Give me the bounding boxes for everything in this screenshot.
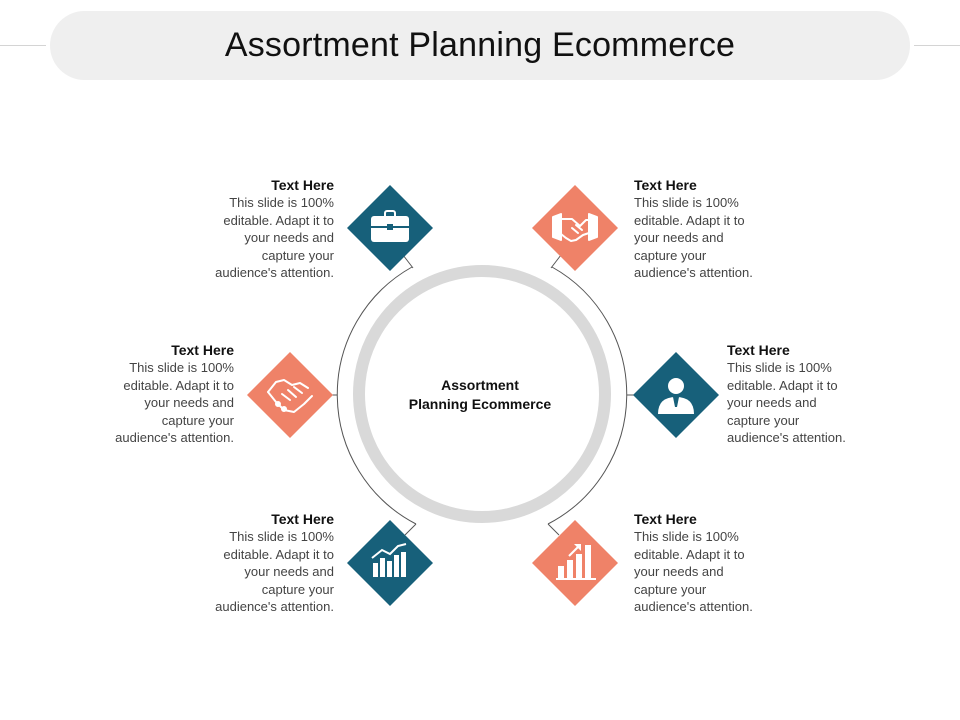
text-block-body: This slide is 100% editable. Adapt it to… <box>215 195 334 281</box>
title-rule-left <box>0 45 46 46</box>
text-block-heading: Text Here <box>271 511 334 527</box>
page-title: Assortment Planning Ecommerce <box>224 26 736 64</box>
text-block-heading: Text Here <box>171 342 234 358</box>
connector-top-right <box>550 254 562 269</box>
diamond-mid-right <box>633 352 719 438</box>
text-block-bottom-left: Text Here This slide is 100% editable. A… <box>164 510 334 616</box>
handshake-icon <box>267 379 313 413</box>
diamond-top-right <box>532 185 618 271</box>
center-ring <box>353 265 611 523</box>
diamond-bottom-right <box>532 520 618 606</box>
diamond-top-left <box>347 185 433 271</box>
outer-ring-left-arc <box>336 266 417 525</box>
briefcase-icon <box>371 210 409 242</box>
center-label-line1: Assortment <box>441 377 519 393</box>
diamond-bottom-left <box>347 520 433 606</box>
bar-chart-icon <box>371 543 407 577</box>
center-label-line2: Planning Ecommerce <box>408 396 552 412</box>
text-block-heading: Text Here <box>727 342 790 358</box>
text-block-mid-right: Text Here This slide is 100% editable. A… <box>727 341 897 447</box>
handshake-icon <box>552 213 598 242</box>
text-block-body: This slide is 100% editable. Adapt it to… <box>727 360 846 446</box>
connector-top-left <box>402 254 414 269</box>
text-block-body: This slide is 100% editable. Adapt it to… <box>634 529 753 615</box>
title-rule-right <box>914 45 960 46</box>
text-block-body: This slide is 100% editable. Adapt it to… <box>215 529 334 615</box>
connector-bottom-left <box>404 523 417 536</box>
growth-chart-icon <box>556 544 596 580</box>
text-block-heading: Text Here <box>271 177 334 193</box>
text-block-heading: Text Here <box>634 177 697 193</box>
text-block-top-right: Text Here This slide is 100% editable. A… <box>634 176 804 282</box>
center-label: Assortment Planning Ecommerce <box>380 376 580 414</box>
text-block-top-left: Text Here This slide is 100% editable. A… <box>164 176 334 282</box>
user-icon <box>658 378 694 414</box>
diamond-mid-left <box>247 352 333 438</box>
connector-bottom-right <box>547 523 560 536</box>
text-block-heading: Text Here <box>634 511 697 527</box>
text-block-bottom-right: Text Here This slide is 100% editable. A… <box>634 510 804 616</box>
text-block-mid-left: Text Here This slide is 100% editable. A… <box>64 341 234 447</box>
outer-ring-right-arc <box>547 266 628 525</box>
title-banner: Assortment Planning Ecommerce <box>50 11 910 80</box>
text-block-body: This slide is 100% editable. Adapt it to… <box>115 360 234 446</box>
text-block-body: This slide is 100% editable. Adapt it to… <box>634 195 753 281</box>
